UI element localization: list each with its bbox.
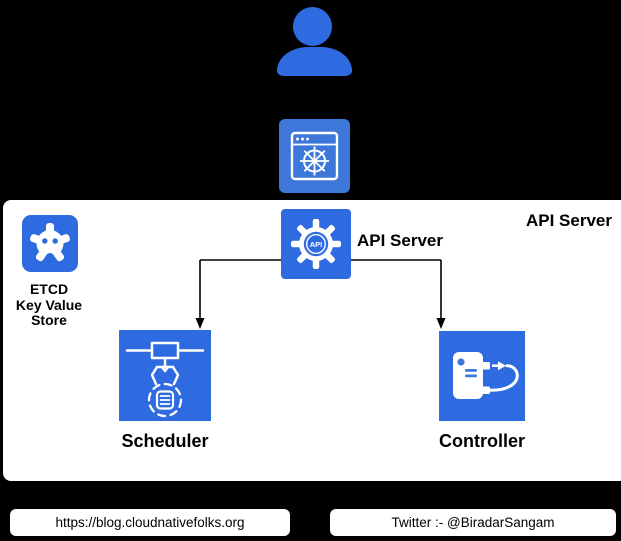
blog-url-text: https://blog.cloudnativefolks.org — [55, 515, 245, 530]
api-icon-text: API — [310, 240, 323, 249]
blog-url-box: https://blog.cloudnativefolks.org — [10, 509, 290, 536]
etcd-label: ETCD Key Value Store — [0, 281, 98, 329]
etcd-icon — [30, 223, 70, 262]
api-server-node: API — [281, 209, 351, 279]
controller-loop-icon — [453, 352, 519, 399]
user-icon-body — [277, 47, 352, 76]
user-icon — [293, 7, 332, 46]
etcd-label-line2: Key Value — [15, 296, 83, 313]
kubectl-node — [279, 119, 350, 193]
controller-label: Controller — [438, 431, 525, 451]
api-server-label: API Server — [357, 231, 443, 250]
scheduler-node — [119, 330, 211, 421]
twitter-handle-text: Twitter :- @BiradarSangam — [391, 515, 555, 530]
api-gear-icon: API — [291, 219, 341, 269]
twitter-handle-box: Twitter :- @BiradarSangam — [330, 509, 616, 536]
etcd-label-line1: ETCD — [29, 281, 69, 297]
scheduler-crane-icon — [125, 341, 205, 418]
kubernetes-wheel-browser-icon — [290, 131, 339, 181]
scheduler-label: Scheduler — [121, 431, 209, 451]
panel-title: API Server — [526, 211, 612, 230]
controller-node — [439, 331, 525, 421]
etcd-node — [22, 215, 78, 272]
etcd-label-line3: Store — [31, 312, 67, 328]
